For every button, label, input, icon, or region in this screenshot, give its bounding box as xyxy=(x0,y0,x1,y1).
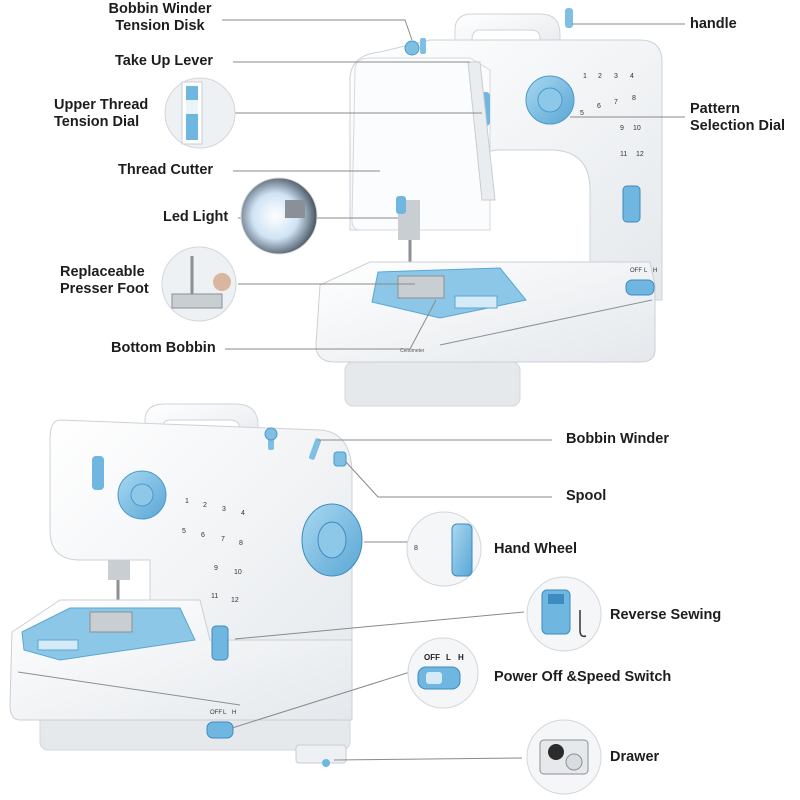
zoom-hand-wheel: 8 xyxy=(406,511,482,587)
label-bobbin-winder-tension-disk: Bobbin Winder Tension Disk xyxy=(108,1,212,34)
switch-h-text-b: H xyxy=(232,710,236,716)
pattern-number: 2 xyxy=(598,73,602,80)
label-bobbin-winder: Bobbin Winder xyxy=(566,431,669,447)
bottom-machine: 1 2 3 4 5 6 7 8 9 10 11 12 xyxy=(9,403,363,767)
label-bottom-bobbin: Bottom Bobbin xyxy=(111,340,216,356)
pattern-number-b: 10 xyxy=(234,569,242,576)
pattern-number: 4 xyxy=(630,73,634,80)
pattern-number-b: 11 xyxy=(211,593,218,600)
pattern-number: 12 xyxy=(636,151,644,158)
pattern-number: 9 xyxy=(620,125,624,132)
zoom-presser-foot xyxy=(161,246,237,322)
zoom-led-light xyxy=(240,177,318,255)
zoom-power-switch: OFF L H xyxy=(407,637,479,709)
pattern-number-b: 1 xyxy=(185,498,189,505)
zoom-reverse-sewing xyxy=(526,576,602,652)
zoom-switch-off: OFF xyxy=(424,653,440,662)
label-pattern-selection-dial: Pattern Selection Dial xyxy=(690,101,786,134)
label-power-speed-switch: Power Off &Speed Switch xyxy=(494,669,672,685)
label-hand-wheel: Hand Wheel xyxy=(494,541,577,557)
pattern-number-b: 3 xyxy=(222,506,226,513)
switch-l-text: L xyxy=(644,268,648,274)
zoom-switch-h: H xyxy=(458,653,464,662)
label-spool: Spool xyxy=(566,488,607,504)
pattern-number: 7 xyxy=(614,99,618,106)
pattern-number: 5 xyxy=(580,110,584,117)
pattern-number-b: 4 xyxy=(241,510,245,517)
switch-off-text-b: OFF xyxy=(210,710,222,716)
pattern-number: 11 xyxy=(620,151,627,158)
pattern-number: 1 xyxy=(583,73,587,80)
leader-lines xyxy=(222,19,685,761)
zoom-switch-l: L xyxy=(446,653,451,662)
label-replaceable-presser-foot: Replaceable Presser Foot xyxy=(60,264,149,297)
pattern-number-b: 2 xyxy=(203,502,207,509)
pattern-number-b: 12 xyxy=(231,597,239,604)
pattern-number-b: 7 xyxy=(221,536,225,543)
label-take-up-lever: Take Up Lever xyxy=(115,53,214,69)
switch-l-text-b: L xyxy=(223,710,227,716)
pattern-number-b: 6 xyxy=(201,532,205,539)
hand-wheel-pattern-number: 8 xyxy=(414,545,418,552)
pattern-number: 8 xyxy=(632,95,636,102)
label-led-light: Led Light xyxy=(163,209,229,225)
pattern-number: 6 xyxy=(597,103,601,110)
zoom-drawer xyxy=(526,719,602,795)
top-machine: 1 2 3 4 5 6 7 8 9 10 11 12 Centimeter xyxy=(315,8,663,407)
switch-off-text: OFF xyxy=(630,268,642,274)
label-thread-cutter: Thread Cutter xyxy=(118,162,214,178)
pattern-number: 3 xyxy=(614,73,618,80)
label-reverse-sewing: Reverse Sewing xyxy=(610,607,722,623)
label-upper-thread-tension-dial: Upper Thread Tension Dial xyxy=(54,97,149,130)
zoom-tension-dial xyxy=(164,77,236,149)
ruler-text: Centimeter xyxy=(400,348,425,354)
pattern-number-b: 5 xyxy=(182,528,186,535)
label-drawer: Drawer xyxy=(610,749,660,765)
pattern-number: 10 xyxy=(633,125,641,132)
pattern-number-b: 8 xyxy=(239,540,243,547)
switch-h-text: H xyxy=(653,268,657,274)
label-handle: handle xyxy=(690,16,737,32)
pattern-number-b: 9 xyxy=(214,565,218,572)
